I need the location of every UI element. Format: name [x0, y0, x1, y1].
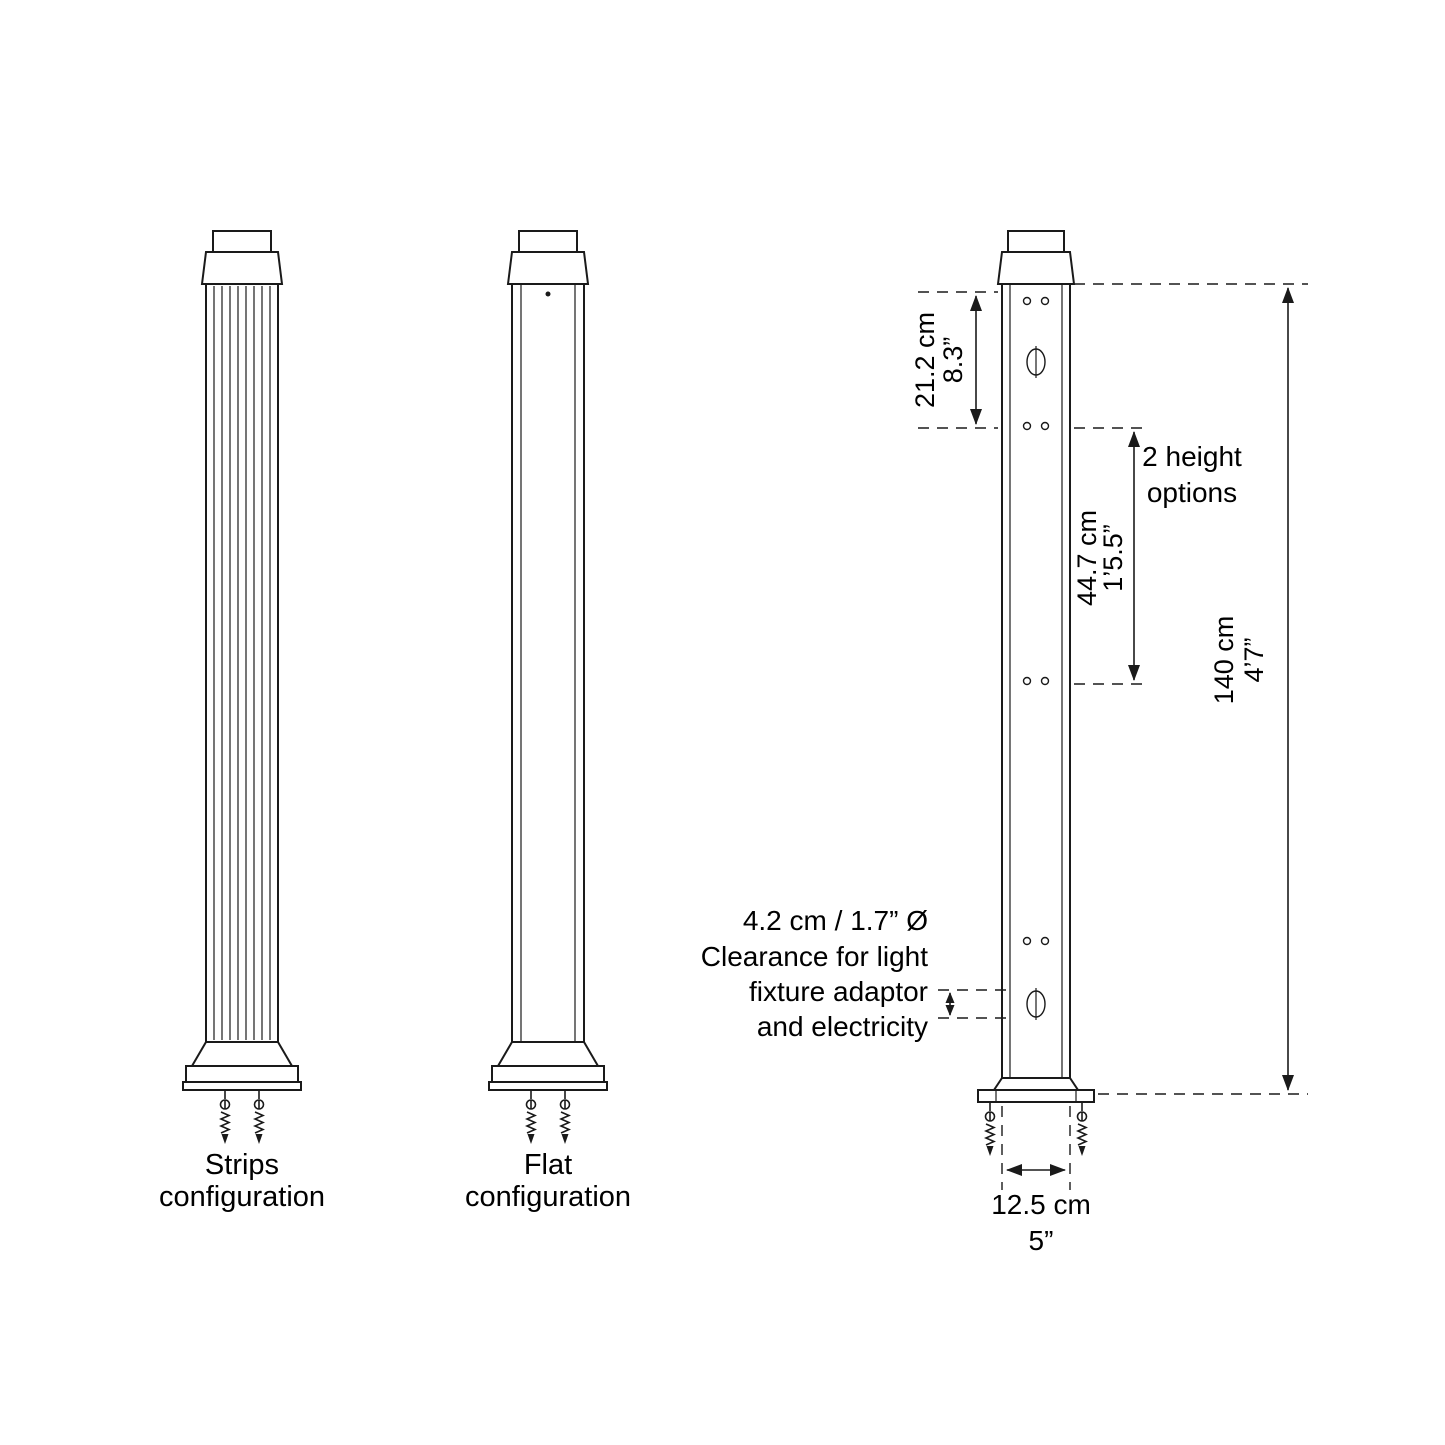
strips-column-shaft: [205, 283, 279, 1043]
dimensioned-column-drawing: [977, 230, 1095, 1157]
flat-caption-line1: Flat: [524, 1149, 572, 1181]
dim-base-imperial-label: 5”: [1029, 1225, 1054, 1256]
cable-slot-lower: [1026, 988, 1046, 1020]
diagram-labels: 21.2 cm 8.3” 44.7 cm 1’5.5” 140 cm 4’7” …: [159, 312, 1269, 1256]
dim-base-width: [1001, 1106, 1071, 1190]
dim-bracket-imperial-label: 1’5.5”: [1098, 524, 1128, 592]
clearance-note-line2: Clearance for light: [701, 941, 928, 972]
dimensioned-column-anchor-bolts: [984, 1101, 1088, 1157]
dim-bracket-metric-label: 44.7 cm: [1072, 510, 1102, 606]
flat-column-drawing: [488, 230, 608, 1145]
flat-column-top-hole: [545, 291, 551, 297]
flat-caption-line2: configuration: [465, 1181, 631, 1213]
dimensioned-column-cap: [996, 230, 1076, 285]
dim-clearance: [938, 989, 1010, 1019]
strips-caption-line1: Strips: [205, 1149, 279, 1181]
clearance-note-line1: 4.2 cm / 1.7” Ø: [743, 905, 928, 936]
flat-column-anchor-bolts: [525, 1089, 571, 1145]
clearance-note-line4: and electricity: [757, 1011, 928, 1042]
dim-total-imperial-label: 4’7”: [1239, 637, 1269, 682]
mounting-holes: [1022, 296, 1050, 946]
height-options-label-line2: options: [1147, 477, 1237, 508]
dim-upper-section: [918, 291, 998, 429]
strips-column-cap: [200, 230, 284, 285]
clearance-note-line3: fixture adaptor: [749, 976, 928, 1007]
strips-column-base: [182, 1041, 302, 1091]
dim-total-height: [1074, 283, 1308, 1095]
flat-column-cap: [506, 230, 590, 285]
flat-column-base: [488, 1041, 608, 1091]
strips-column-anchor-bolts: [219, 1089, 265, 1145]
height-options-label-line1: 2 height: [1142, 441, 1242, 472]
dim-bracket-span: [1074, 427, 1142, 685]
dim-total-metric-label: 140 cm: [1209, 616, 1239, 705]
dimension-annotations: [918, 283, 1308, 1190]
dimensioned-column-base: [977, 1077, 1095, 1103]
strips-column-flutes: [213, 286, 271, 1040]
strips-caption-line2: configuration: [159, 1181, 325, 1213]
dim-upper-metric-label: 21.2 cm: [910, 312, 940, 408]
dim-base-metric-label: 12.5 cm: [991, 1189, 1091, 1220]
dim-upper-imperial-label: 8.3”: [938, 337, 968, 384]
cable-slot-upper: [1026, 346, 1046, 378]
dimensioned-column-shaft: [1001, 283, 1071, 1079]
flat-column-shaft: [511, 283, 585, 1043]
strips-column-drawing: [182, 230, 302, 1145]
